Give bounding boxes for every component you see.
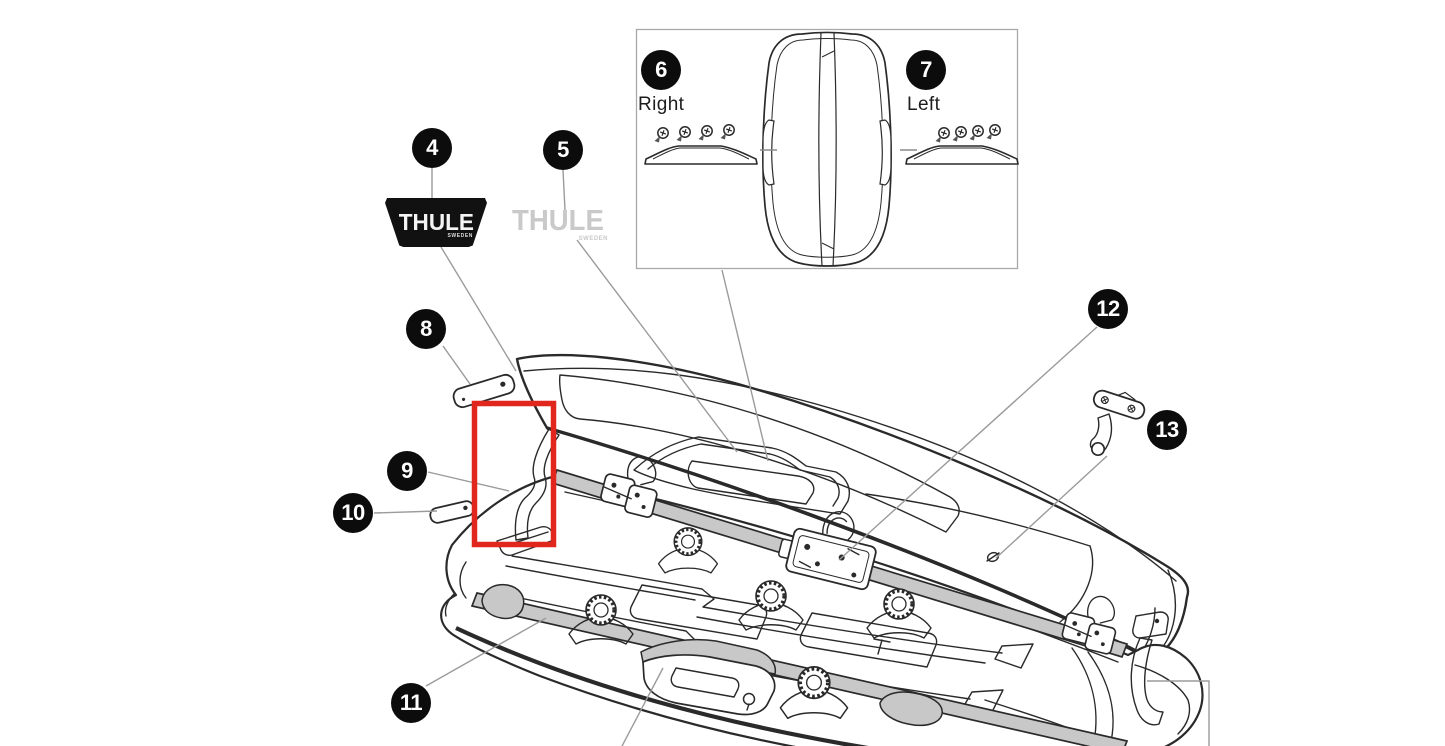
- part-10-plate: [429, 500, 475, 524]
- thule-badge: THULE SWEDEN: [385, 198, 487, 247]
- callout-8: 8: [406, 309, 446, 349]
- lid-lifter-right: [1130, 611, 1169, 726]
- keyhole: [742, 692, 756, 706]
- callout-11: 11: [391, 683, 431, 723]
- lid-handle: [633, 436, 851, 515]
- callout-13: 13: [1147, 410, 1187, 450]
- inset-label-left: Left: [907, 94, 941, 115]
- rail-bumper-mid: [879, 691, 943, 727]
- part-8-plate: [452, 373, 516, 409]
- callout-7: 7: [906, 50, 946, 90]
- inset-panel: [635, 28, 1019, 270]
- top-view-box: [762, 31, 892, 267]
- callout-5: 5: [543, 130, 583, 170]
- part-13-bracket: [1089, 389, 1146, 457]
- thule-ghost-subtext: SWEDEN: [578, 236, 608, 242]
- thule-badge-text: THULE: [398, 209, 474, 235]
- callout-10: 10: [333, 493, 373, 533]
- callout-6: 6: [641, 50, 681, 90]
- thule-ghost-text: THULE: [512, 205, 604, 237]
- leader-lines: [373, 168, 1210, 746]
- center-lock: [778, 511, 877, 591]
- inset-label-right: Right: [638, 94, 685, 115]
- callout-12: 12: [1088, 289, 1128, 329]
- front-rail: [470, 583, 1129, 746]
- callout-9: 9: [387, 451, 427, 491]
- highlight-box: [471, 400, 557, 548]
- thule-badge-subtext: SWEDEN: [447, 233, 473, 239]
- callout-4: 4: [412, 128, 452, 168]
- lock-housing: [640, 638, 777, 716]
- rail-bumper-left: [481, 583, 525, 620]
- thule-ghost-logo: THULE SWEDEN: [512, 205, 614, 242]
